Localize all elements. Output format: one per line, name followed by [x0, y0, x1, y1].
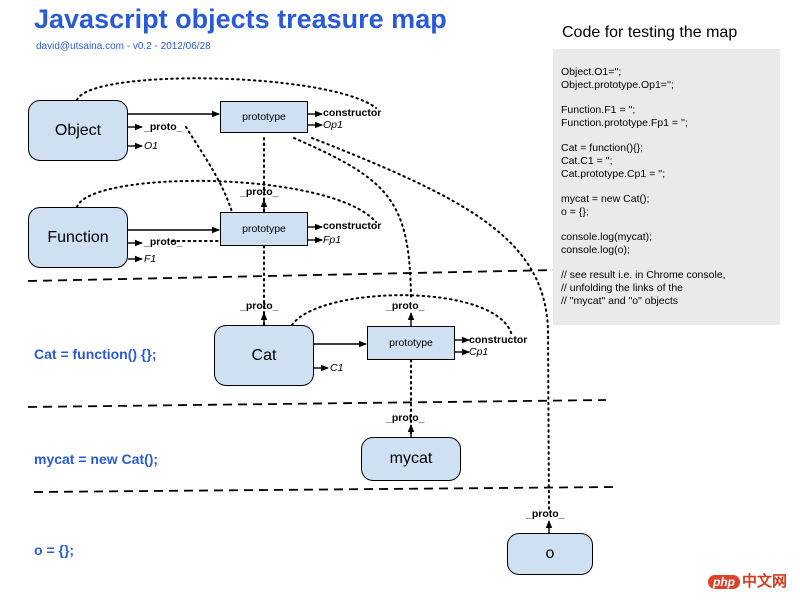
code-line: mycat = new Cat();	[561, 193, 650, 205]
section-mycat-code: mycat = new Cat();	[34, 451, 159, 467]
page-title: Javascript objects treasure map	[34, 4, 447, 34]
object-prototype-box: prototype	[220, 101, 308, 133]
cat-prototype-box: prototype	[367, 326, 455, 360]
watermark-php: php	[708, 575, 740, 589]
constructor-label: constructor	[469, 334, 528, 346]
code-line: console.log(mycat);	[561, 231, 653, 243]
section-o-code: o = {};	[34, 542, 75, 558]
cp1-label: Cp1	[469, 346, 489, 358]
divider-3	[33, 486, 615, 493]
constructor-label: constructor	[323, 107, 382, 119]
code-line: Function.F1 = '';	[561, 104, 636, 116]
o1-label: O1	[144, 140, 159, 152]
code-line: console.log(o);	[561, 244, 630, 256]
code-line: Object.O1='';	[561, 66, 622, 78]
code-panel-title: Code for testing the map	[562, 24, 738, 41]
divider-1	[27, 269, 557, 282]
code-panel	[553, 49, 780, 325]
proto-label: _proto_	[144, 121, 183, 133]
constructor-label: constructor	[323, 220, 382, 232]
code-line: // see result i.e. in Chrome console,	[561, 269, 726, 281]
watermark-text: 中文网	[742, 573, 788, 590]
f1-label: F1	[144, 253, 157, 265]
proto-label: _proto_	[386, 300, 425, 312]
fp1-label: Fp1	[323, 234, 342, 246]
proto-label: _proto_	[386, 412, 425, 424]
code-line: Function.prototype.Fp1 = '';	[561, 117, 688, 129]
page-subtitle: david@utsaina.com - v0.2 - 2012/06/28	[36, 41, 211, 52]
code-line: o = {};	[561, 206, 589, 218]
node-o: o	[507, 533, 593, 575]
c1-label: C1	[330, 362, 344, 374]
code-line: Cat = function(){};	[561, 142, 644, 154]
node-cat: Cat	[214, 325, 314, 386]
code-line: Cat.C1 = '';	[561, 155, 613, 167]
code-line: // unfolding the links of the	[561, 282, 683, 294]
proto-label: _proto_	[144, 236, 183, 248]
proto-label: _proto_	[240, 300, 279, 312]
node-object: Object	[28, 100, 128, 161]
code-line: Cat.prototype.Cp1 = '';	[561, 168, 666, 180]
node-mycat: mycat	[361, 437, 461, 481]
proto-label: _proto_	[240, 186, 279, 198]
function-prototype-box: prototype	[220, 212, 308, 246]
node-function: Function	[28, 207, 128, 268]
code-line: // "mycat" and "o" objects	[561, 295, 679, 307]
op1-label: Op1	[323, 119, 343, 131]
proto-label: _proto_	[526, 508, 565, 520]
code-line: Object.prototype.Op1='';	[561, 79, 674, 91]
divider-2	[27, 399, 607, 408]
section-cat-code: Cat = function() {};	[34, 346, 157, 362]
